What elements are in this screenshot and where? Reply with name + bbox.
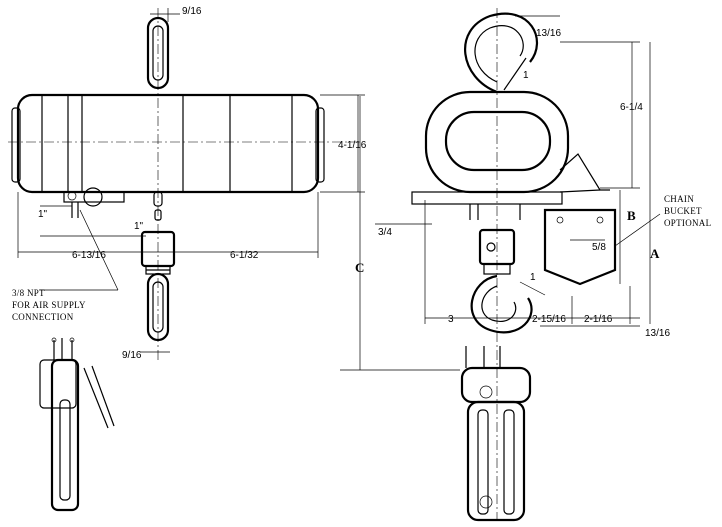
side-view-lower (460, 346, 532, 522)
dim-hook-throat-top: 13/16 (536, 28, 561, 39)
dim-hook-opening-bottom: 1 (530, 272, 536, 283)
bottom-hook (470, 274, 533, 334)
npt-label-line3: CONNECTION (12, 312, 74, 322)
dim-offset-1: 1" (38, 209, 48, 220)
npt-label-line2: FOR AIR SUPPLY (12, 300, 86, 310)
dim-left-width: 6-13/16 (72, 250, 106, 261)
air-fitting (63, 187, 125, 218)
front-view: 9/16 4-1/16 1" 1" 6-13/16 6-1/32 9/16 3/… (8, 6, 367, 362)
hook-block-side (478, 228, 516, 275)
label-a: A (650, 246, 660, 261)
label-b: B (627, 208, 636, 223)
side-body (424, 90, 610, 194)
bottom-chain-link (146, 272, 170, 342)
side-view-small (39, 337, 115, 512)
label-c: C (355, 260, 364, 275)
dim-side-offset: 3/4 (378, 227, 392, 238)
dim-top-link: 9/16 (182, 6, 202, 17)
top-chain-link (146, 16, 170, 90)
dim-bottom-link: 9/16 (122, 350, 142, 361)
dim-overall-height: 6-1/4 (620, 102, 643, 113)
dim-body-height: 4-1/16 (338, 140, 367, 151)
dim-bottom-mid: 2-15/16 (532, 314, 566, 325)
dim-bottom-left: 3 (448, 314, 454, 325)
dim-hook-throat-bottom: 13/16 (645, 328, 670, 339)
dim-bottom-right: 2-1/16 (584, 314, 613, 325)
dim-hook-opening-top: 1 (523, 70, 529, 81)
hoist-chain-front (153, 191, 163, 221)
side-view: 13/16 1 6-1/4 A B C 3/4 5/8 1 3 2-15/16 (340, 8, 711, 522)
chain-bucket (543, 208, 617, 286)
hoist-body (11, 93, 325, 194)
dim-right-width: 6-1/32 (230, 250, 259, 261)
top-hook (464, 12, 539, 94)
bucket-label-line3: OPTIONAL (664, 218, 711, 228)
npt-label-line1: 3/8 NPT (12, 288, 45, 298)
bucket-label-line1: CHAIN (664, 194, 694, 204)
bucket-label-line2: BUCKET (664, 206, 702, 216)
dim-bucket-offset: 5/8 (592, 242, 606, 253)
dim-offset-2: 1" (134, 221, 144, 232)
